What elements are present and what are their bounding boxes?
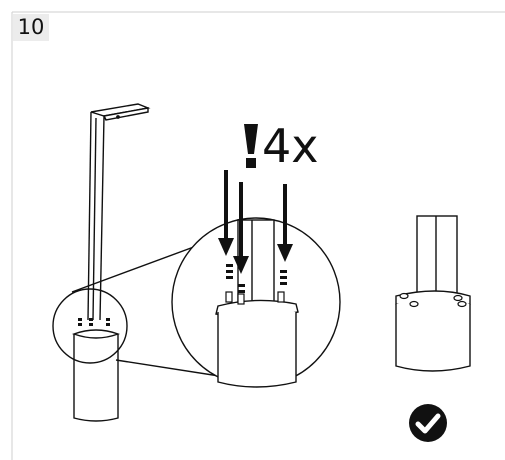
lamp-post-overview xyxy=(52,103,233,422)
insert-arrows xyxy=(218,170,293,274)
quantity-label: 4x xyxy=(262,119,319,173)
step-number: 10 xyxy=(13,14,49,41)
assembled-result xyxy=(395,215,471,372)
checkmark-circle-icon xyxy=(409,404,447,442)
exclamation-icon xyxy=(244,124,258,168)
base-detail-zoom xyxy=(171,217,341,388)
